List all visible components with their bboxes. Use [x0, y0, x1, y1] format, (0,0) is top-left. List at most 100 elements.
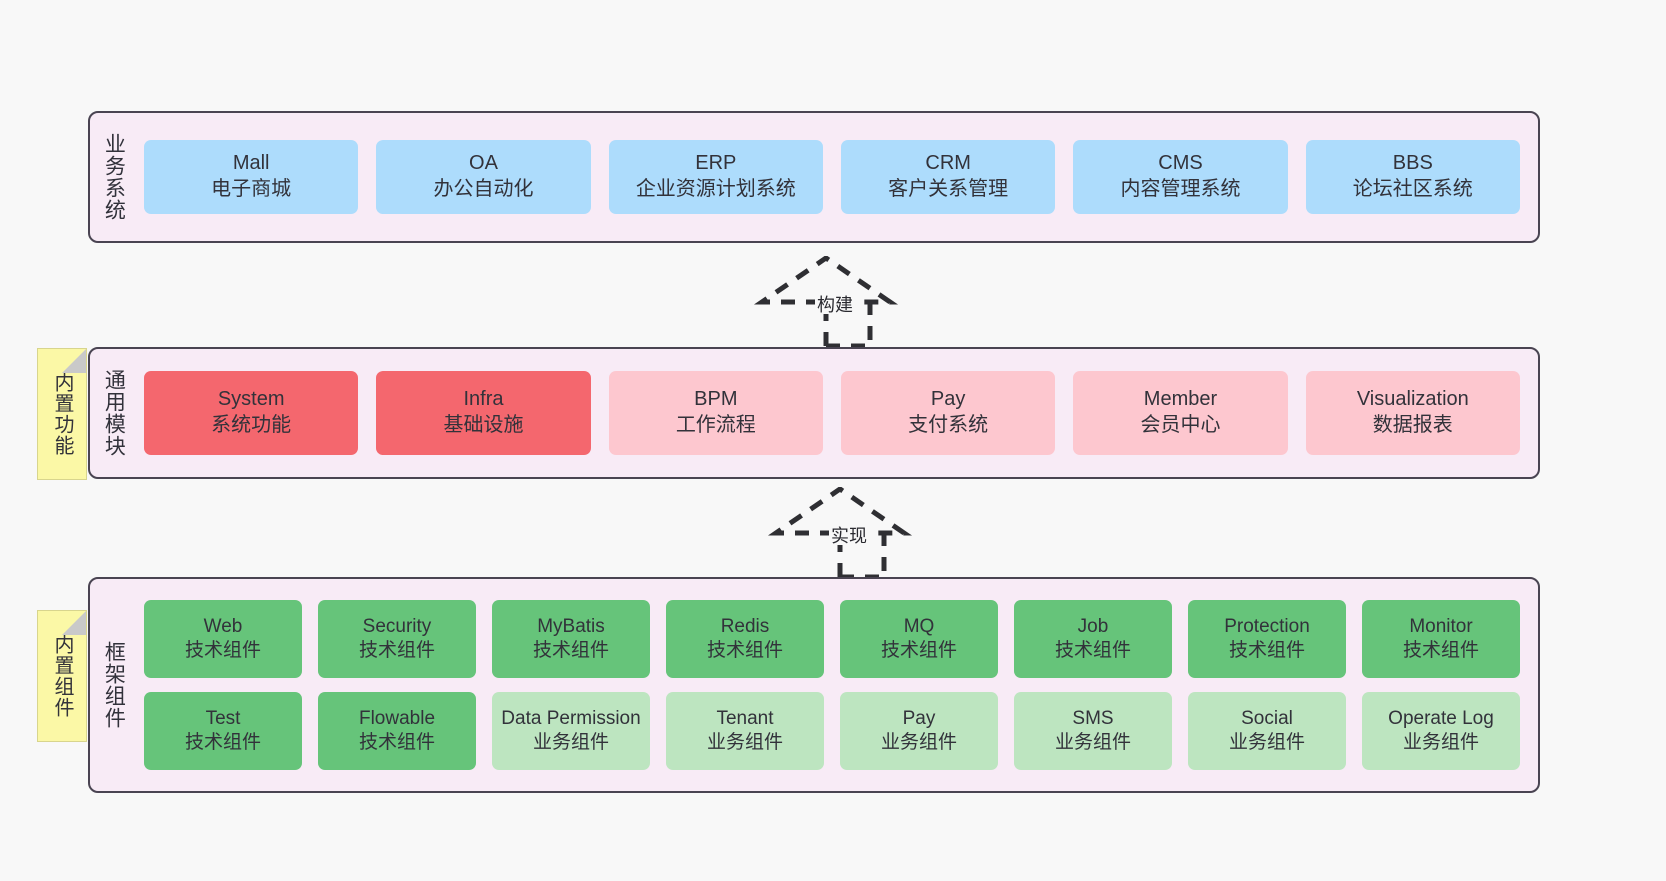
- card-infra[interactable]: Infra 基础设施: [376, 371, 591, 455]
- common-card-row: System 系统功能 Infra 基础设施 BPM 工作流程 Pay 支付系统…: [144, 371, 1520, 455]
- card-security[interactable]: Security 技术组件: [318, 600, 476, 678]
- layer-title-business: 业务系统: [102, 133, 126, 221]
- card-flowable-subtitle: 技术组件: [358, 732, 435, 753]
- card-erp-subtitle: 企业资源计划系统: [635, 178, 796, 200]
- card-pay-component-subtitle: 业务组件: [880, 732, 957, 753]
- card-pay-module-title: Pay: [930, 388, 966, 411]
- connector-build-label: 构建: [815, 295, 855, 315]
- card-mq-subtitle: 技术组件: [880, 640, 957, 661]
- note-builtin-components-text: 内置组件: [51, 634, 73, 718]
- card-job-subtitle: 技术组件: [1054, 640, 1131, 661]
- note-builtin-features: 内置功能: [37, 348, 87, 480]
- card-social-title: Social: [1241, 707, 1293, 729]
- card-flowable-title: Flowable: [358, 707, 436, 729]
- card-data-permission-subtitle: 业务组件: [532, 732, 609, 753]
- card-system-subtitle: 系统功能: [211, 414, 292, 436]
- card-oa[interactable]: OA 办公自动化: [376, 140, 591, 214]
- card-operate-log[interactable]: Operate Log 业务组件: [1362, 692, 1520, 770]
- card-bpm-title: BPM: [694, 388, 738, 411]
- layer-title-common: 通用模块: [102, 369, 126, 457]
- card-redis-subtitle: 技术组件: [706, 640, 783, 661]
- card-mybatis-subtitle: 技术组件: [532, 640, 609, 661]
- card-mall-subtitle: 电子商城: [211, 178, 292, 200]
- card-job[interactable]: Job 技术组件: [1014, 600, 1172, 678]
- card-social[interactable]: Social 业务组件: [1188, 692, 1346, 770]
- card-tenant-subtitle: 业务组件: [706, 732, 783, 753]
- card-cms-subtitle: 内容管理系统: [1120, 178, 1241, 200]
- card-mq[interactable]: MQ 技术组件: [840, 600, 998, 678]
- card-flowable[interactable]: Flowable 技术组件: [318, 692, 476, 770]
- card-erp[interactable]: ERP 企业资源计划系统: [608, 140, 823, 214]
- card-mall-title: Mall: [232, 152, 270, 175]
- connector-implement: 实现: [766, 487, 966, 587]
- card-system-title: System: [217, 388, 285, 411]
- card-pay-component-title: Pay: [902, 707, 936, 729]
- card-test[interactable]: Test 技术组件: [144, 692, 302, 770]
- card-redis-title: Redis: [720, 615, 770, 637]
- card-security-subtitle: 技术组件: [358, 640, 435, 661]
- card-protection[interactable]: Protection 技术组件: [1188, 600, 1346, 678]
- card-erp-title: ERP: [695, 152, 737, 175]
- card-member-title: Member: [1143, 388, 1218, 411]
- card-cms[interactable]: CMS 内容管理系统: [1073, 140, 1288, 214]
- card-pay-module-subtitle: 支付系统: [908, 414, 989, 436]
- note-builtin-features-text: 内置功能: [51, 372, 73, 456]
- card-monitor-title: Monitor: [1409, 615, 1473, 637]
- card-social-subtitle: 业务组件: [1228, 732, 1305, 753]
- card-sms-title: SMS: [1072, 707, 1114, 729]
- layer-body-business: Mall 电子商城 OA 办公自动化 ERP 企业资源计划系统 CRM 客户关系…: [136, 113, 1538, 241]
- card-mybatis-title: MyBatis: [537, 615, 605, 637]
- card-tenant[interactable]: Tenant 业务组件: [666, 692, 824, 770]
- card-infra-title: Infra: [463, 388, 504, 411]
- note-builtin-components: 内置组件: [37, 610, 87, 742]
- card-monitor-subtitle: 技术组件: [1402, 640, 1479, 661]
- card-visualization-subtitle: 数据报表: [1372, 414, 1453, 436]
- card-crm-subtitle: 客户关系管理: [888, 178, 1009, 200]
- card-crm-title: CRM: [925, 152, 971, 175]
- card-bbs-title: BBS: [1392, 152, 1433, 175]
- framework-card-row-2: Test 技术组件 Flowable 技术组件 Data Permission …: [144, 692, 1520, 770]
- card-redis[interactable]: Redis 技术组件: [666, 600, 824, 678]
- connector-implement-label: 实现: [829, 526, 869, 546]
- card-mybatis[interactable]: MyBatis 技术组件: [492, 600, 650, 678]
- card-bpm-subtitle: 工作流程: [675, 414, 756, 436]
- card-data-permission-title: Data Permission: [501, 707, 641, 729]
- layer-title-framework: 框架组件: [102, 641, 126, 729]
- layer-business-system: 业务系统 Mall 电子商城 OA 办公自动化 ERP 企业资源计划系统 CRM…: [88, 111, 1540, 243]
- card-security-title: Security: [362, 615, 432, 637]
- card-mq-title: MQ: [903, 615, 935, 637]
- card-bbs-subtitle: 论坛社区系统: [1352, 178, 1473, 200]
- framework-card-row-1: Web 技术组件 Security 技术组件 MyBatis 技术组件 Redi…: [144, 600, 1520, 678]
- card-member[interactable]: Member 会员中心: [1073, 371, 1288, 455]
- business-card-row: Mall 电子商城 OA 办公自动化 ERP 企业资源计划系统 CRM 客户关系…: [144, 140, 1520, 214]
- layer-body-framework: Web 技术组件 Security 技术组件 MyBatis 技术组件 Redi…: [136, 579, 1538, 791]
- card-crm[interactable]: CRM 客户关系管理: [840, 140, 1056, 214]
- card-bbs[interactable]: BBS 论坛社区系统: [1305, 140, 1520, 214]
- card-infra-subtitle: 基础设施: [443, 414, 524, 436]
- card-sms-subtitle: 业务组件: [1054, 732, 1131, 753]
- card-monitor[interactable]: Monitor 技术组件: [1362, 600, 1520, 678]
- card-oa-title: OA: [469, 152, 498, 175]
- card-web-subtitle: 技术组件: [184, 640, 261, 661]
- card-pay-component[interactable]: Pay 业务组件: [840, 692, 998, 770]
- card-sms[interactable]: SMS 业务组件: [1014, 692, 1172, 770]
- card-mall[interactable]: Mall 电子商城: [144, 140, 359, 214]
- card-bpm[interactable]: BPM 工作流程: [608, 371, 823, 455]
- card-web[interactable]: Web 技术组件: [144, 600, 302, 678]
- card-test-subtitle: 技术组件: [184, 732, 261, 753]
- card-operate-log-title: Operate Log: [1388, 707, 1494, 729]
- card-oa-subtitle: 办公自动化: [433, 178, 534, 200]
- card-protection-title: Protection: [1224, 615, 1310, 637]
- card-operate-log-subtitle: 业务组件: [1402, 732, 1479, 753]
- card-cms-title: CMS: [1158, 152, 1203, 175]
- card-system[interactable]: System 系统功能: [144, 371, 359, 455]
- card-pay-module[interactable]: Pay 支付系统: [840, 371, 1056, 455]
- card-visualization[interactable]: Visualization 数据报表: [1305, 371, 1520, 455]
- layer-common-module: 通用模块 System 系统功能 Infra 基础设施 BPM 工作流程 Pay…: [88, 347, 1540, 479]
- card-visualization-title: Visualization: [1356, 388, 1469, 411]
- card-job-title: Job: [1077, 615, 1109, 637]
- card-data-permission[interactable]: Data Permission 业务组件: [492, 692, 650, 770]
- card-test-title: Test: [205, 707, 241, 729]
- layer-body-common: System 系统功能 Infra 基础设施 BPM 工作流程 Pay 支付系统…: [136, 349, 1538, 477]
- layer-framework-component: 框架组件 Web 技术组件 Security 技术组件 MyBatis 技术组件…: [88, 577, 1540, 793]
